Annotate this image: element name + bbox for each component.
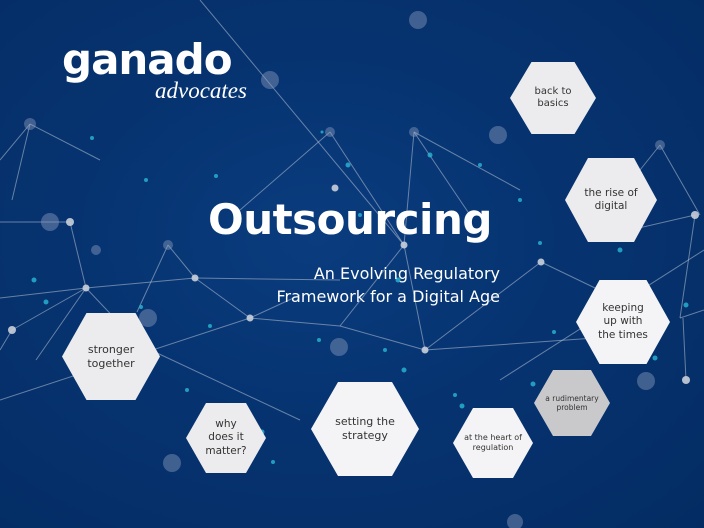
hex-label: at the heart of regulation [464, 433, 522, 452]
hex-button-a-rudimentary-problem[interactable]: a rudimentary problem [534, 370, 610, 436]
subtitle-line-2: Framework for a Digital Age [276, 287, 500, 306]
logo-tagline: advocates [155, 78, 247, 103]
hex-label: why does it matter? [205, 418, 247, 457]
hex-label: back to basics [534, 85, 572, 110]
page-title: Outsourcing [208, 195, 492, 244]
hex-label: a rudimentary problem [545, 393, 599, 412]
hex-label: stronger together [87, 342, 135, 370]
logo-wordmark: ganado [62, 35, 233, 84]
hex-label: setting the strategy [335, 415, 395, 442]
page-subtitle: An Evolving Regulatory Framework for a D… [276, 262, 500, 308]
ganado-advocates-logo: ganado advocates [62, 35, 247, 104]
subtitle-line-1: An Evolving Regulatory [313, 264, 500, 283]
hex-label: keeping up with the times [598, 302, 648, 341]
hex-label: the rise of digital [584, 186, 638, 212]
hex-button-keeping-up-with-the-times[interactable]: keeping up with the times [576, 280, 670, 364]
